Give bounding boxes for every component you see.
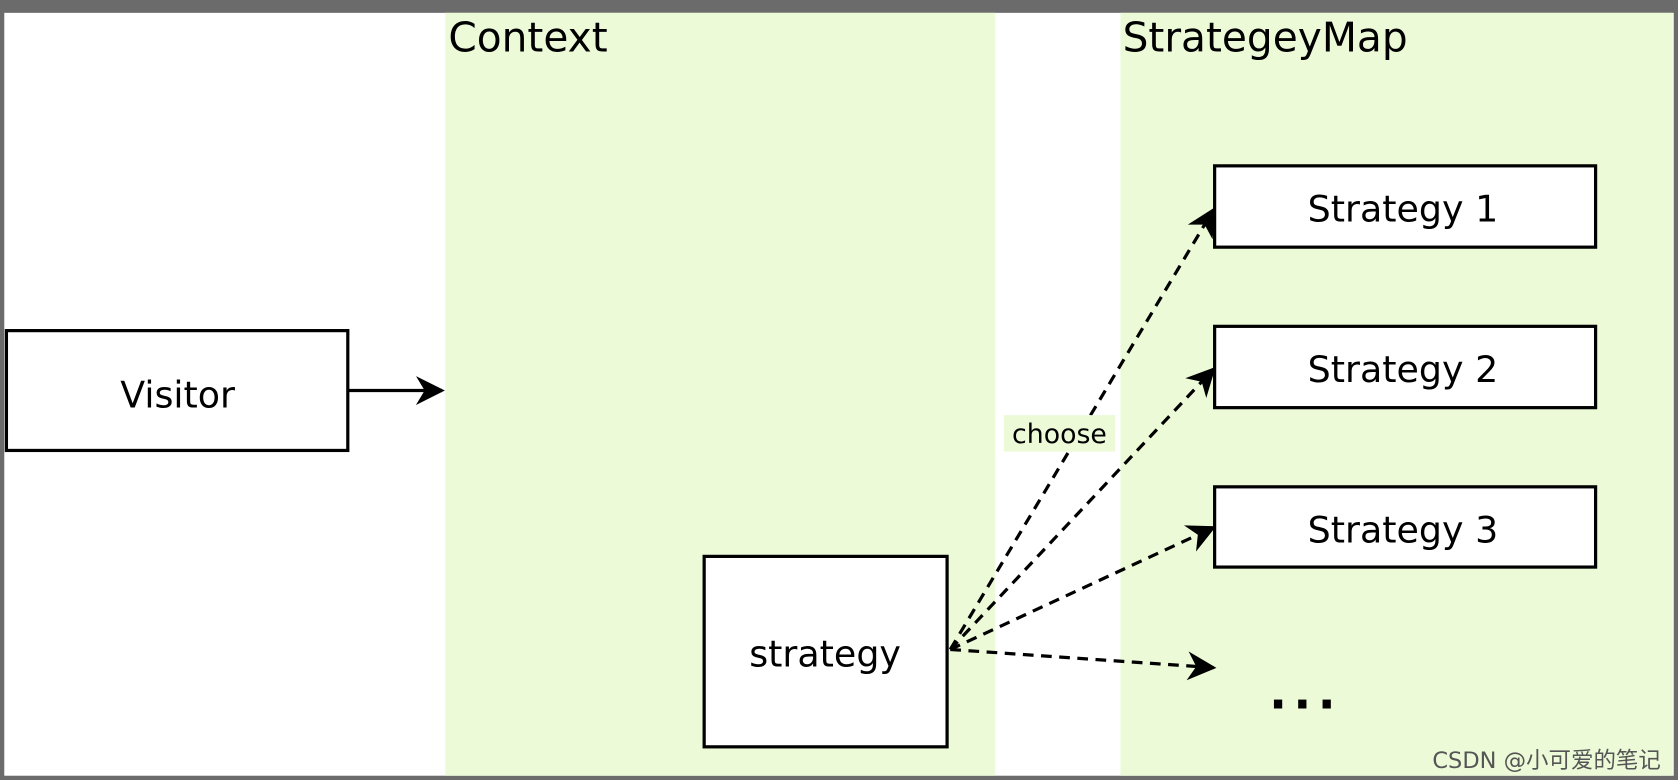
strategy-map-title: StrategeyMap — [1123, 13, 1408, 61]
strategy-3-label: Strategy 3 — [1308, 508, 1499, 551]
visitor-node: Visitor — [4, 329, 350, 453]
choose-label-bg — [1003, 415, 1116, 452]
choose-arrow-strategy-3 — [949, 525, 1217, 651]
strategy-1-node: Strategy 1 — [1213, 164, 1598, 249]
choose-arrow-strategy-2 — [949, 367, 1216, 651]
strategy-node: strategy — [702, 554, 949, 749]
strategy-label: strategy — [749, 633, 901, 676]
watermark: CSDN @小可爱的笔记 — [1432, 748, 1661, 774]
strategy-1-label: Strategy 1 — [1308, 187, 1499, 230]
strategy-2-label: Strategy 2 — [1308, 348, 1499, 391]
choose-arrow-more — [950, 647, 1217, 681]
ellipsis-node: ... — [1269, 665, 1342, 720]
strategy-2-node: Strategy 2 — [1213, 324, 1598, 410]
context-title: Context — [448, 13, 607, 61]
visitor-label: Visitor — [120, 374, 235, 417]
strategy-3-node: Strategy 3 — [1213, 485, 1598, 569]
choose-label: choose — [1012, 419, 1107, 450]
